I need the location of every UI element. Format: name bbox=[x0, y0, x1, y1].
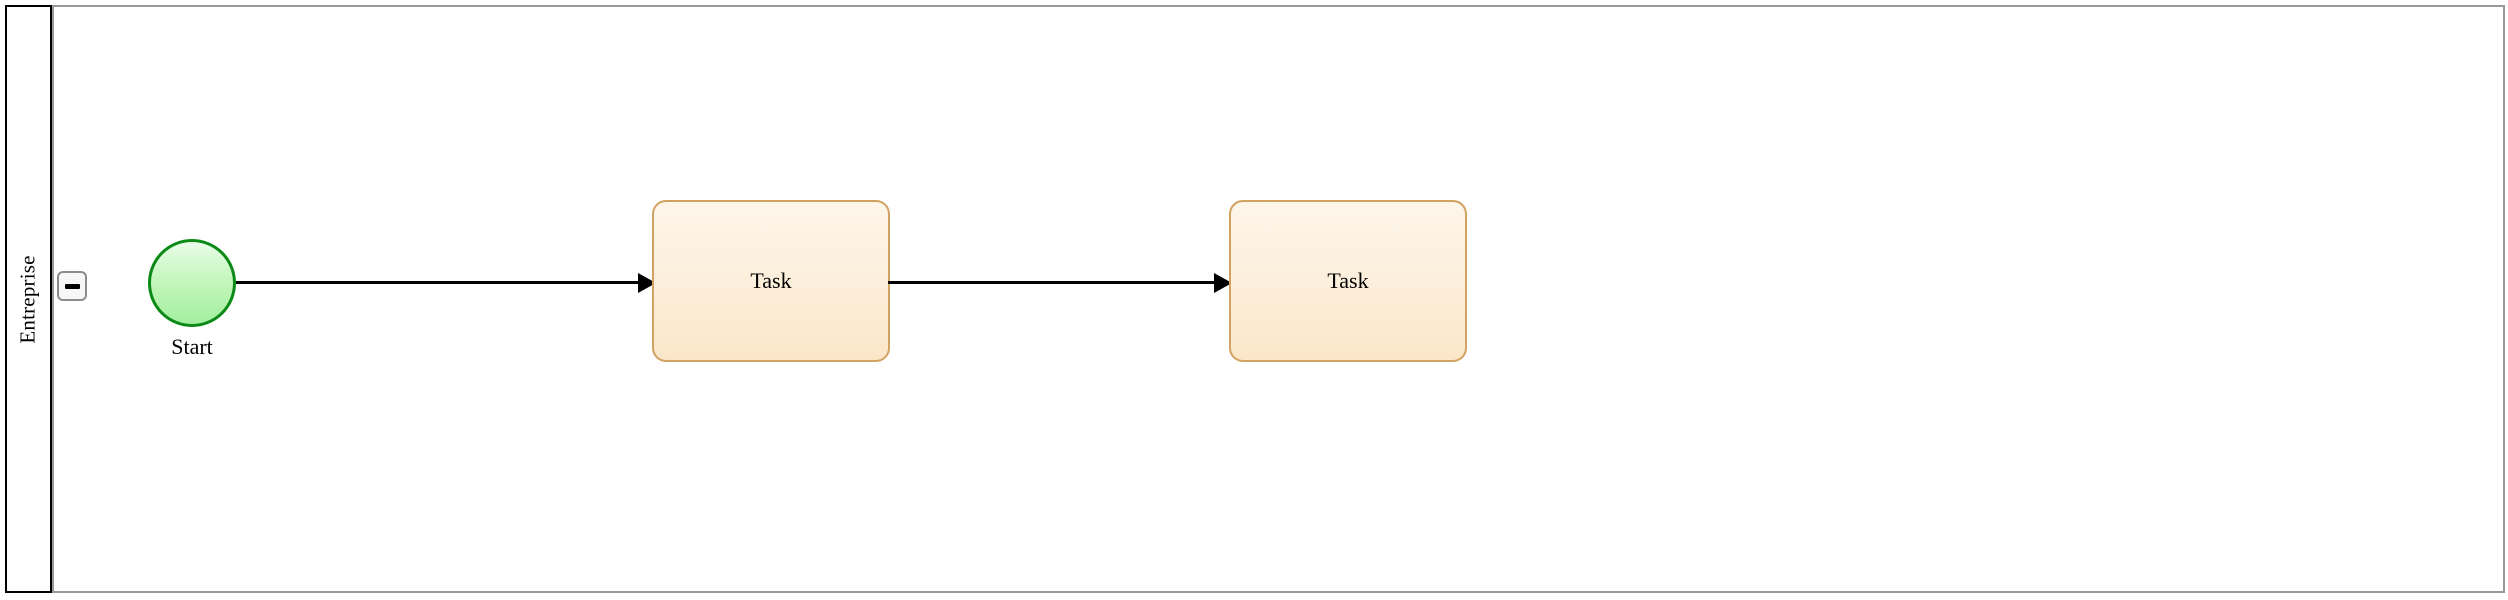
start-event-label: Start bbox=[171, 334, 213, 359]
sequence-flow-start-to-task1[interactable] bbox=[236, 273, 656, 293]
task-node-1[interactable]: Task bbox=[652, 200, 890, 362]
collapse-lane-button[interactable] bbox=[57, 271, 87, 301]
arrowhead-icon bbox=[638, 273, 656, 293]
task-label: Task bbox=[1327, 268, 1369, 293]
flow-line bbox=[888, 281, 1216, 284]
arrowhead-icon bbox=[1214, 273, 1232, 293]
minus-icon bbox=[64, 283, 80, 289]
task-label: Task bbox=[750, 268, 792, 293]
sequence-flow-task1-to-task2[interactable] bbox=[888, 273, 1232, 293]
start-event-node[interactable] bbox=[148, 239, 236, 327]
task-node-2[interactable]: Task bbox=[1229, 200, 1467, 362]
lane-header-label: Entreprise bbox=[16, 254, 41, 344]
flow-line bbox=[236, 281, 640, 284]
lane-header[interactable]: Entreprise bbox=[5, 5, 52, 593]
